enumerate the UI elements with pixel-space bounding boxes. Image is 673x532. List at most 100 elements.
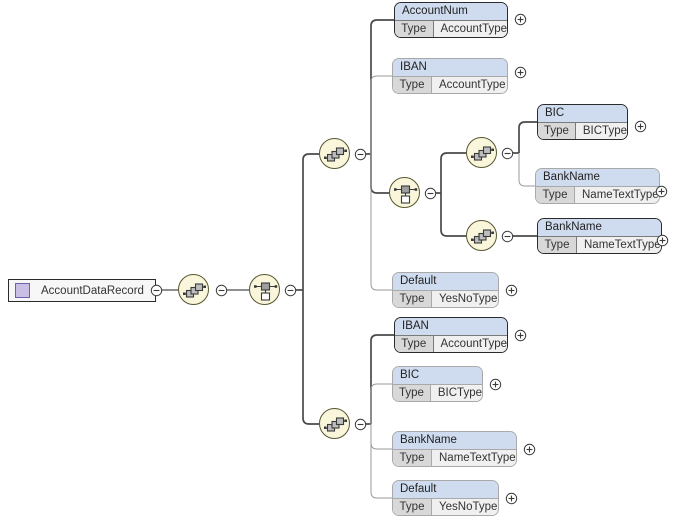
choice-icon [394, 185, 418, 204]
type-label: Type [538, 123, 576, 139]
plus-icon [489, 378, 502, 391]
connector-sequence-top[interactable] [319, 138, 350, 169]
type-label: Type [393, 291, 432, 307]
type-value: NameTextType [439, 451, 516, 464]
element-name-label: AccountNum [395, 3, 507, 21]
type-value: NameTextType [582, 188, 659, 201]
root-element-AccountDataRecord[interactable]: AccountDataRecord [8, 279, 156, 302]
type-label: Type [393, 499, 432, 515]
expand-toggle-BIC-bottom[interactable] [489, 378, 502, 391]
connector-sequence-bottom[interactable] [319, 408, 350, 439]
collapse-toggle-sequence-bottom[interactable] [354, 418, 367, 431]
element-box-IBAN-top[interactable]: IBAN Type AccountType [392, 58, 508, 94]
plus-icon [505, 284, 518, 297]
expand-toggle-IBAN-bottom[interactable] [514, 329, 527, 342]
sequence-icon [183, 283, 206, 298]
connector-sequence-bankname[interactable] [466, 220, 497, 251]
connector-sequence-bic[interactable] [466, 137, 497, 168]
collapse-toggle-root[interactable] [150, 284, 163, 297]
minus-icon [215, 284, 228, 297]
root-element-label: AccountDataRecord [41, 284, 144, 297]
expand-toggle-Default-bottom[interactable] [505, 492, 518, 505]
expand-toggle-IBAN-top[interactable] [514, 66, 527, 79]
plus-icon [634, 120, 647, 133]
element-type-row: Type YesNoType [393, 291, 498, 307]
type-value: BICType [437, 386, 482, 399]
sequence-icon [324, 417, 347, 432]
element-type-row: Type NameTextType [393, 450, 516, 466]
type-value: AccountType [439, 78, 506, 91]
element-box-BankName-choice[interactable]: BankName Type NameTextType [535, 168, 660, 204]
expand-toggle-BankName-bottom[interactable] [523, 443, 536, 456]
element-icon [15, 283, 30, 298]
element-name-label: Default [393, 273, 498, 291]
expand-toggle-BIC-choice[interactable] [634, 120, 647, 133]
element-type-row: Type AccountType [395, 21, 507, 37]
type-label: Type [395, 21, 434, 37]
plus-icon [514, 329, 527, 342]
sequence-icon [324, 147, 347, 162]
collapse-toggle-choice-mid[interactable] [424, 187, 437, 200]
element-type-row: Type BICType [393, 385, 482, 401]
element-box-BankName-alt[interactable]: BankName Type NameTextType [537, 218, 662, 254]
minus-icon [501, 147, 514, 160]
minus-icon [354, 148, 367, 161]
collapse-toggle-sequence-top[interactable] [354, 148, 367, 161]
element-box-AccountNum[interactable]: AccountNum Type AccountType [394, 2, 508, 38]
type-value: YesNoType [439, 292, 498, 305]
collapse-toggle-sequence-bic[interactable] [501, 147, 514, 160]
element-name-label: BIC [538, 105, 627, 123]
expand-toggle-Default-top[interactable] [505, 284, 518, 297]
element-type-row: Type AccountType [393, 77, 507, 93]
minus-icon [501, 230, 514, 243]
element-name-label: BIC [393, 367, 482, 385]
connector-choice-mid[interactable] [389, 177, 420, 208]
plus-icon [655, 185, 668, 198]
element-box-BankName-bottom[interactable]: BankName Type NameTextType [392, 431, 517, 467]
type-value: BICType [582, 124, 627, 137]
minus-icon [150, 284, 163, 297]
connector-sequence-root[interactable] [178, 274, 209, 305]
type-label: Type [536, 187, 575, 203]
plus-icon [514, 13, 527, 26]
plus-icon [656, 234, 669, 247]
type-label: Type [393, 385, 431, 401]
element-box-Default-bottom[interactable]: Default Type YesNoType [392, 480, 499, 516]
expand-toggle-BankName-choice[interactable] [655, 185, 668, 198]
element-type-row: Type NameTextType [538, 237, 661, 253]
element-type-row: Type YesNoType [393, 499, 498, 515]
element-name-label: BankName [538, 219, 661, 237]
type-label: Type [393, 77, 432, 93]
type-value: NameTextType [584, 238, 661, 251]
element-name-label: Default [393, 481, 498, 499]
element-box-IBAN-bottom[interactable]: IBAN Type AccountType [394, 317, 508, 353]
type-value: AccountType [440, 337, 507, 350]
type-label: Type [395, 336, 434, 352]
expand-toggle-AccountNum[interactable] [514, 13, 527, 26]
element-box-Default-top[interactable]: Default Type YesNoType [392, 272, 499, 308]
sequence-icon [471, 229, 494, 244]
element-name-label: BankName [536, 169, 659, 187]
element-box-BIC-choice[interactable]: BIC Type BICType [537, 104, 628, 140]
element-name-label: IBAN [393, 59, 507, 77]
sequence-icon [471, 146, 494, 161]
type-label: Type [393, 450, 432, 466]
type-value: AccountType [440, 22, 507, 35]
choice-icon [254, 282, 278, 301]
plus-icon [514, 66, 527, 79]
element-type-row: Type BICType [538, 123, 627, 139]
element-box-BIC-bottom[interactable]: BIC Type BICType [392, 366, 483, 402]
collapse-toggle-sequence-root[interactable] [215, 284, 228, 297]
collapse-toggle-sequence-bankname[interactable] [501, 230, 514, 243]
expand-toggle-BankName-alt[interactable] [656, 234, 669, 247]
minus-icon [424, 187, 437, 200]
connector-choice-root[interactable] [249, 274, 280, 305]
element-type-row: Type NameTextType [536, 187, 659, 203]
collapse-toggle-choice-root[interactable] [284, 284, 297, 297]
element-name-label: BankName [393, 432, 516, 450]
element-name-label: IBAN [395, 318, 507, 336]
plus-icon [523, 443, 536, 456]
plus-icon [505, 492, 518, 505]
